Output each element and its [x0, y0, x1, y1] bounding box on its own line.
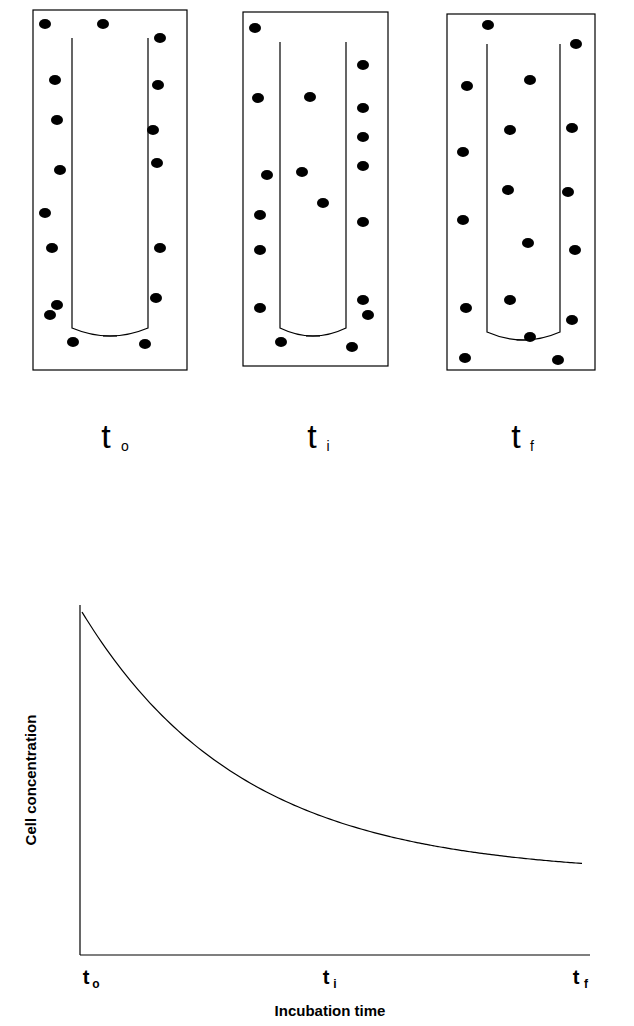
u-tube [280, 42, 346, 336]
container-box [243, 12, 388, 366]
cell-dot [566, 123, 578, 133]
cell-dot [570, 39, 582, 49]
tube-membrane [103, 335, 117, 336]
cell-dot [562, 187, 574, 197]
cell-dot [357, 132, 369, 142]
cell-dot [150, 293, 162, 303]
cell-dot [459, 353, 471, 363]
cell-dot [317, 198, 329, 208]
cell-dot [152, 80, 164, 90]
x-axis [80, 954, 590, 955]
cell-dot [357, 103, 369, 113]
cell-dot [46, 243, 58, 253]
cell-dot [67, 337, 79, 347]
cell-dot [275, 337, 287, 347]
cell-dot [252, 93, 264, 103]
cell-dot [504, 295, 516, 305]
cell-dot [566, 315, 578, 325]
tick-subscript: o [92, 978, 99, 990]
cell-dot [524, 332, 536, 342]
cell-dot [346, 342, 358, 352]
tick-label: t [323, 967, 330, 987]
tube-membrane [306, 335, 320, 336]
cell-dot [249, 23, 261, 33]
cell-dot [254, 303, 266, 313]
cell-dot [357, 217, 369, 227]
time-label: t [511, 419, 520, 453]
time-subscript: i [326, 439, 329, 453]
cell-dot [461, 81, 473, 91]
cell-dot [357, 161, 369, 171]
cell-dot [39, 208, 51, 218]
cell-dot [254, 210, 266, 220]
cell-dot [460, 303, 472, 313]
time-label: t [101, 419, 110, 453]
time-subscript: o [121, 439, 129, 453]
tick-subscript: i [333, 978, 336, 990]
cell-dot [362, 310, 374, 320]
cell-dot [457, 215, 469, 225]
cell-dot [254, 245, 266, 255]
cell-dot [54, 165, 66, 175]
cell-dot [524, 75, 536, 85]
axis-title: Cell concentration [23, 715, 38, 846]
tick-label: t [573, 967, 580, 987]
cell-dot [522, 238, 534, 248]
cell-dot [569, 245, 581, 255]
time-label: t [307, 419, 316, 453]
cell-dot [457, 147, 469, 157]
cell-dot [44, 310, 56, 320]
u-tube [72, 38, 148, 336]
cell-dot [296, 167, 308, 177]
cell-dot [261, 170, 273, 180]
container-box [33, 10, 187, 370]
cell-dot [504, 125, 516, 135]
cell-dot [97, 19, 109, 29]
y-axis [79, 605, 80, 955]
cell-dot [357, 295, 369, 305]
cell-dot [154, 33, 166, 43]
cell-dot [502, 185, 514, 195]
cell-dot [154, 243, 166, 253]
container-box [447, 14, 595, 370]
cell-dot [51, 115, 63, 125]
cell-dot [357, 60, 369, 70]
time-subscript: f [530, 439, 534, 453]
tick-label: t [83, 967, 90, 987]
cell-dot [482, 20, 494, 30]
cell-dot [139, 339, 151, 349]
cell-dot [51, 300, 63, 310]
tick-subscript: f [584, 978, 588, 990]
cell-dot [39, 19, 51, 29]
u-tube [487, 44, 560, 340]
cell-dot [552, 355, 564, 365]
axis-title: Incubation time [275, 1003, 386, 1018]
cell-dot [147, 125, 159, 135]
cell-dot [49, 75, 61, 85]
decay-curve [82, 612, 582, 863]
cell-dot [304, 92, 316, 102]
cell-dot [151, 158, 163, 168]
